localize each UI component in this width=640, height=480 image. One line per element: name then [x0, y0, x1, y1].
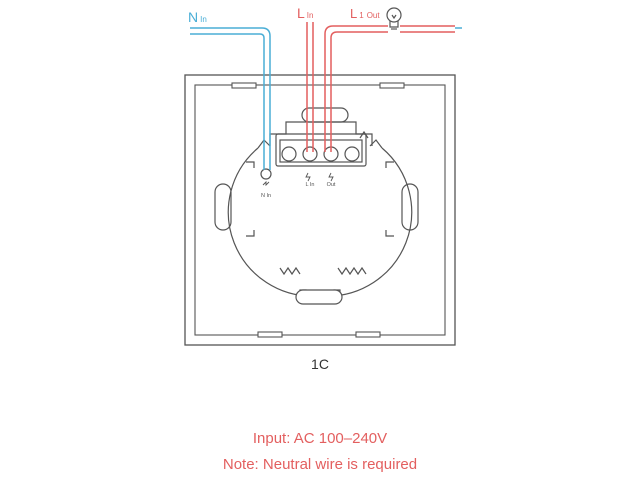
right-mounting-slot	[401, 183, 419, 231]
left-mounting-slot	[214, 183, 232, 231]
terminal-screw-4	[344, 146, 360, 162]
bottom-mounting-slot	[295, 289, 343, 305]
input-voltage-note: Input: AC 100–240V	[252, 430, 388, 447]
neutral-wire	[190, 27, 462, 170]
terminal-symbols	[262, 172, 334, 187]
n-in-terminal	[260, 168, 272, 180]
terminal-block	[279, 139, 363, 163]
plate-notches	[231, 82, 405, 338]
switch-plate-inner	[194, 84, 446, 336]
terminal-screw-1	[281, 146, 297, 162]
model-label: 1C	[311, 356, 329, 372]
light-bulb-icon	[386, 7, 402, 30]
switch-plate-outer	[184, 74, 456, 346]
n-in-terminal-label: N In	[261, 193, 271, 199]
l-in-terminal-label: L In	[306, 182, 315, 188]
out-terminal-label: Out	[327, 182, 336, 188]
neutral-wire-note: Note: Neutral wire is required	[222, 456, 418, 473]
live-in-wire	[306, 22, 314, 152]
load-out-wire	[324, 25, 455, 152]
terminal-screw-2	[302, 146, 318, 162]
